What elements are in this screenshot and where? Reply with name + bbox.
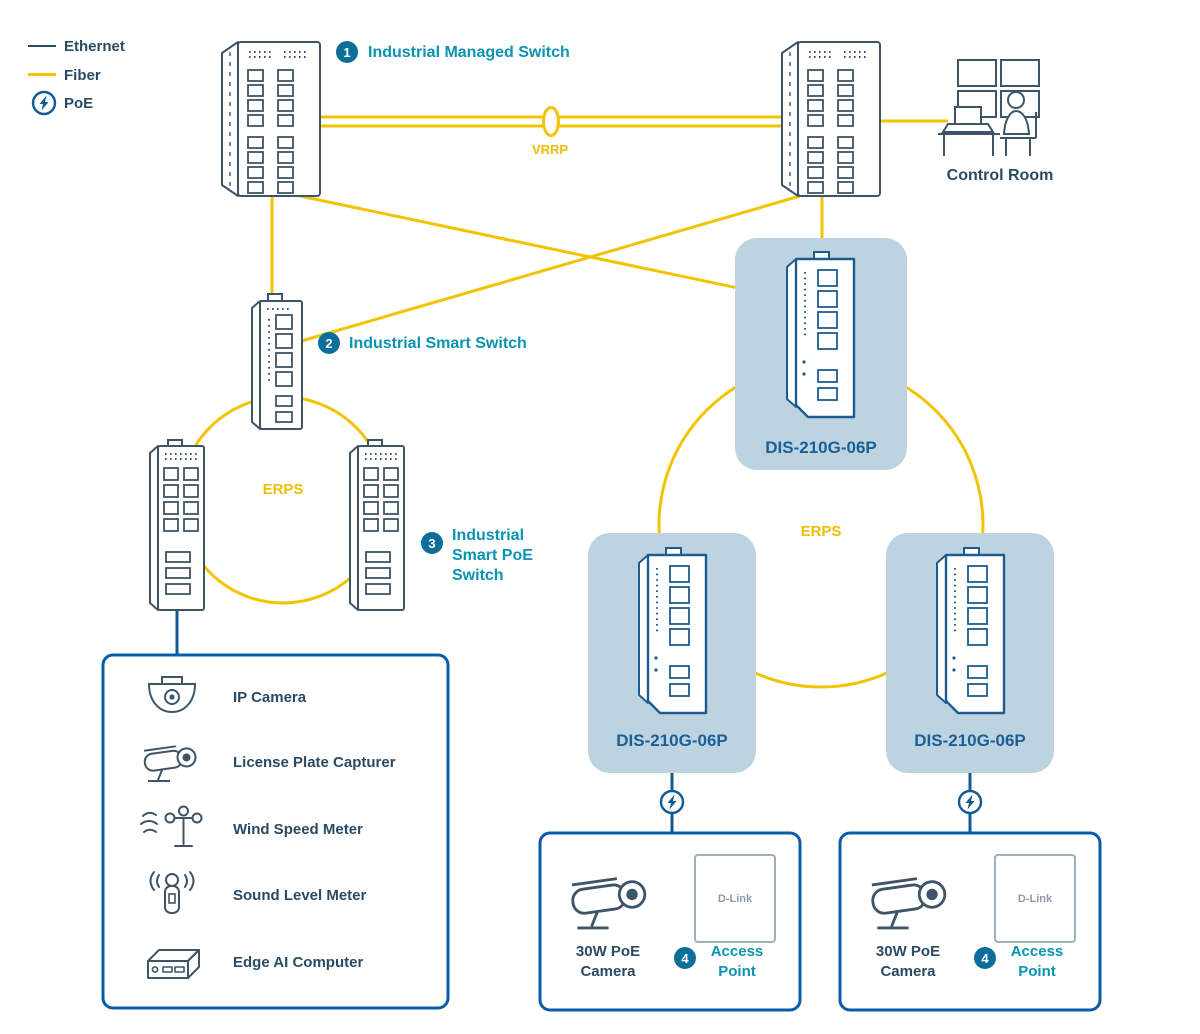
device-label-license-plate-capturer: License Plate Capturer <box>233 754 396 771</box>
legend-fiber-label: Fiber <box>64 67 101 84</box>
managed-switch-right-icon <box>781 41 881 197</box>
access-point-right-label: Access Point <box>998 942 1076 982</box>
access-point-left-label-line2: Point <box>718 963 756 980</box>
poe-camera-left-label: 30W PoE Camera <box>558 942 658 982</box>
device-label-edge-ai-computer: Edge AI Computer <box>233 954 364 971</box>
edge-ai-computer-icon <box>147 949 200 979</box>
device-label-wind-speed-meter: Wind Speed Meter <box>233 821 363 838</box>
badge-2: 2 <box>318 332 340 354</box>
erps-right-label: ERPS <box>800 523 842 540</box>
smart-switch-icon <box>251 293 303 430</box>
smart-poe-switch-label-line1: Industrial <box>452 527 525 544</box>
laptop-base <box>941 123 995 133</box>
access-point-right-label-line2: Point <box>1018 963 1056 980</box>
poe-connector-icon-left <box>659 789 685 815</box>
access-point-left-icon <box>694 854 776 943</box>
access-point-left-label-line1: Access <box>710 943 764 960</box>
poe-camera-right-label: 30W PoE Camera <box>858 942 958 982</box>
smart-poe-switch-right-icon <box>349 439 405 611</box>
dis-bottom-left-model-label: DIS-210G-06P <box>616 731 728 750</box>
poe-camera-left-label-line2: Camera <box>580 963 636 980</box>
edge-devices-box <box>101 653 450 1010</box>
fiber-line-swatch <box>28 73 56 76</box>
smart-poe-switch-label-line2: Smart PoE <box>452 547 533 564</box>
control-room-label: Control Room <box>946 167 1054 184</box>
smart-poe-switch-label: Industrial Smart PoE Switch <box>452 526 533 586</box>
erps-left-label: ERPS <box>262 481 304 498</box>
badge-3: 3 <box>421 532 443 554</box>
poe-legend-icon <box>31 90 57 116</box>
poe-camera-right-label-line1: 30W PoE <box>875 943 941 960</box>
badge-1: 1 <box>336 41 358 63</box>
laptop-icon <box>954 106 982 125</box>
access-point-right-label-line1: Access <box>1010 943 1064 960</box>
badge-4-left: 4 <box>674 947 696 969</box>
vrrp-link-icon <box>542 106 560 137</box>
access-point-right-icon <box>994 854 1076 943</box>
operator-icon <box>1007 91 1025 109</box>
dis-switch-bottom-left-icon <box>637 546 708 715</box>
ap-brand-left: D-Link <box>718 893 753 905</box>
poe-camera-left-label-line1: 30W PoE <box>575 943 641 960</box>
legend-poe-label: PoE <box>64 95 94 112</box>
dis-switch-top-icon <box>785 250 856 419</box>
dis-top-model-label: DIS-210G-06P <box>765 438 877 457</box>
fiber-left-switch-to-dis <box>299 194 796 302</box>
managed-switch-label: Industrial Managed Switch <box>368 44 570 61</box>
poe-connector-icon-right <box>957 789 983 815</box>
badge-4-right: 4 <box>974 947 996 969</box>
vrrp-label: VRRP <box>531 142 569 157</box>
control-room-icon <box>938 59 1040 156</box>
smart-poe-switch-label-line3: Switch <box>452 567 504 584</box>
device-label-sound-level-meter: Sound Level Meter <box>233 887 367 904</box>
ethernet-line-swatch <box>28 45 56 47</box>
fiber-right-switch-to-smart <box>297 194 801 344</box>
access-point-left-label: Access Point <box>698 942 776 982</box>
poe-camera-right-label-line2: Camera <box>880 963 936 980</box>
smart-poe-switch-left-icon <box>149 439 205 611</box>
legend-ethernet-label: Ethernet <box>64 38 125 55</box>
dis-bottom-right-model-label: DIS-210G-06P <box>914 731 1026 750</box>
ap-brand-right: D-Link <box>1018 893 1053 905</box>
monitor-icon <box>957 59 997 87</box>
smart-switch-label: Industrial Smart Switch <box>349 335 527 352</box>
managed-switch-left-icon <box>221 41 321 197</box>
dis-switch-bottom-right-icon <box>935 546 1006 715</box>
monitor-icon <box>1000 59 1040 87</box>
device-label-ip-camera: IP Camera <box>233 689 307 706</box>
